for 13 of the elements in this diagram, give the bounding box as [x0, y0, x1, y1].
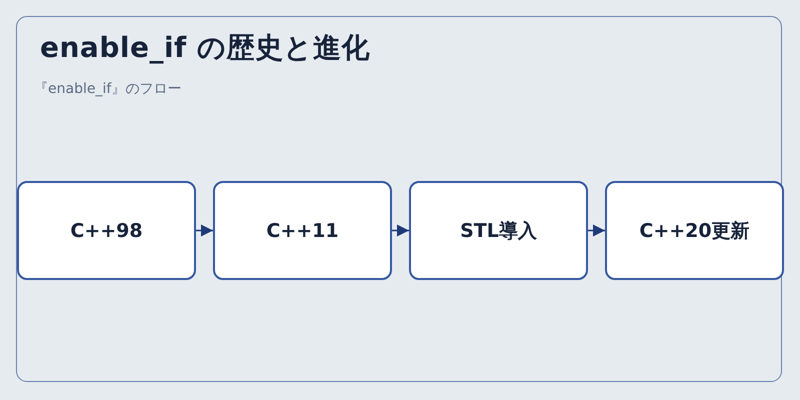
box-label: STL導入: [460, 218, 537, 244]
arrow: [392, 224, 409, 236]
arrow: [196, 224, 213, 236]
box-label: C++20更新: [639, 218, 750, 244]
process-box: [17, 181, 196, 280]
process-box: [213, 181, 392, 280]
box-label: C++98: [70, 220, 143, 242]
diagram-title: enable_if の歴史と進化: [40, 31, 370, 65]
subtitle: 『enable_if』のフロー: [34, 80, 182, 98]
process-box: [409, 181, 588, 280]
process-box: [605, 181, 784, 280]
box-label: C++11: [266, 220, 339, 242]
arrow: [588, 224, 605, 236]
